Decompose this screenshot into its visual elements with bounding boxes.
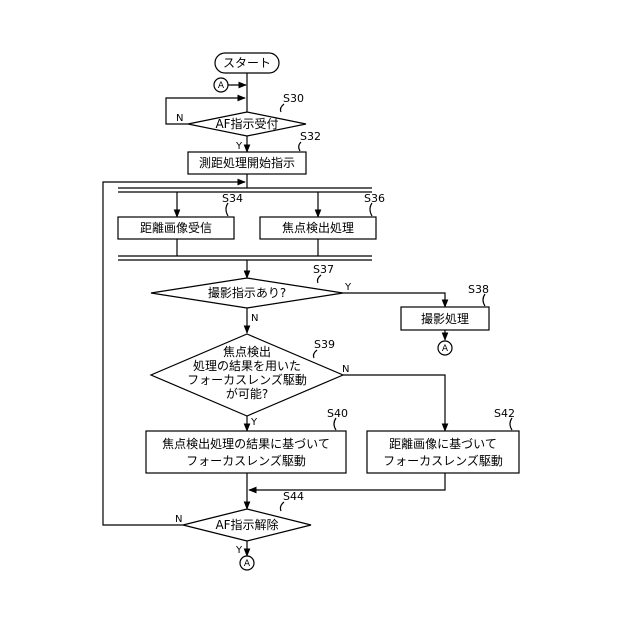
- decision-s44-label: AF指示解除: [215, 517, 278, 532]
- step-s42-id: S42: [494, 407, 515, 420]
- s37-yes-label: Y: [344, 282, 352, 293]
- flow-arrow-s37-yes: [343, 293, 445, 307]
- s37-no-label: N: [251, 313, 258, 324]
- process-s38-label: 撮影処理: [421, 312, 469, 326]
- step-s34-id: S34: [222, 192, 243, 205]
- decision-s39-line-1: 焦点検出: [223, 345, 271, 359]
- step-s32-id: S32: [300, 130, 321, 143]
- process-s34-label: 距離画像受信: [140, 221, 212, 235]
- connector-a-bottom-label: A: [244, 559, 251, 569]
- decision-s30-label: AF指示受付: [215, 116, 278, 131]
- process-s40-line-1: 焦点検出処理の結果に基づいて: [162, 437, 330, 451]
- flow-lines: [103, 73, 445, 556]
- step-s30-leader: [280, 104, 284, 112]
- step-s39-leader: [313, 350, 317, 358]
- flow-arrow-s39-no: [343, 375, 445, 431]
- step-s32-leader: [299, 142, 301, 151]
- s39-no-label: N: [342, 364, 349, 375]
- step-s30-id: S30: [283, 92, 304, 105]
- s44-yes-label: Y: [235, 545, 243, 556]
- process-s32-label: 測距処理開始指示: [199, 155, 295, 170]
- decision-s39-line-4: が可能?: [226, 386, 268, 401]
- step-s37-id: S37: [313, 263, 334, 276]
- decision-s39-line-2: 処理の結果を用いた: [193, 359, 301, 373]
- process-s36-label: 焦点検出処理: [282, 221, 354, 235]
- connector-a-s38-label: A: [442, 344, 449, 354]
- s30-no-label: N: [176, 113, 183, 124]
- step-s44-id: S44: [283, 490, 304, 503]
- step-s38-id: S38: [468, 283, 489, 296]
- connector-a-top-label: A: [218, 81, 225, 91]
- step-s44-leader: [280, 502, 284, 511]
- s30-yes-label: Y: [235, 141, 243, 152]
- decision-s37-label: 撮影指示あり?: [208, 285, 286, 300]
- step-s37-leader: [317, 275, 321, 283]
- s44-no-label: N: [175, 514, 182, 525]
- step-s36-id: S36: [364, 192, 385, 205]
- decision-s39-line-3: フォーカスレンズ駆動: [187, 372, 307, 387]
- flow-arrow-merge: [249, 473, 445, 490]
- process-s42-line-1: 距離画像に基づいて: [389, 437, 497, 451]
- step-s40-id: S40: [327, 407, 348, 420]
- s39-yes-label: Y: [250, 417, 258, 428]
- process-s40-line-2: フォーカスレンズ駆動: [186, 453, 306, 468]
- process-s42-line-2: フォーカスレンズ駆動: [383, 453, 503, 468]
- step-s39-id: S39: [314, 338, 335, 351]
- start-label: スタート: [223, 56, 271, 70]
